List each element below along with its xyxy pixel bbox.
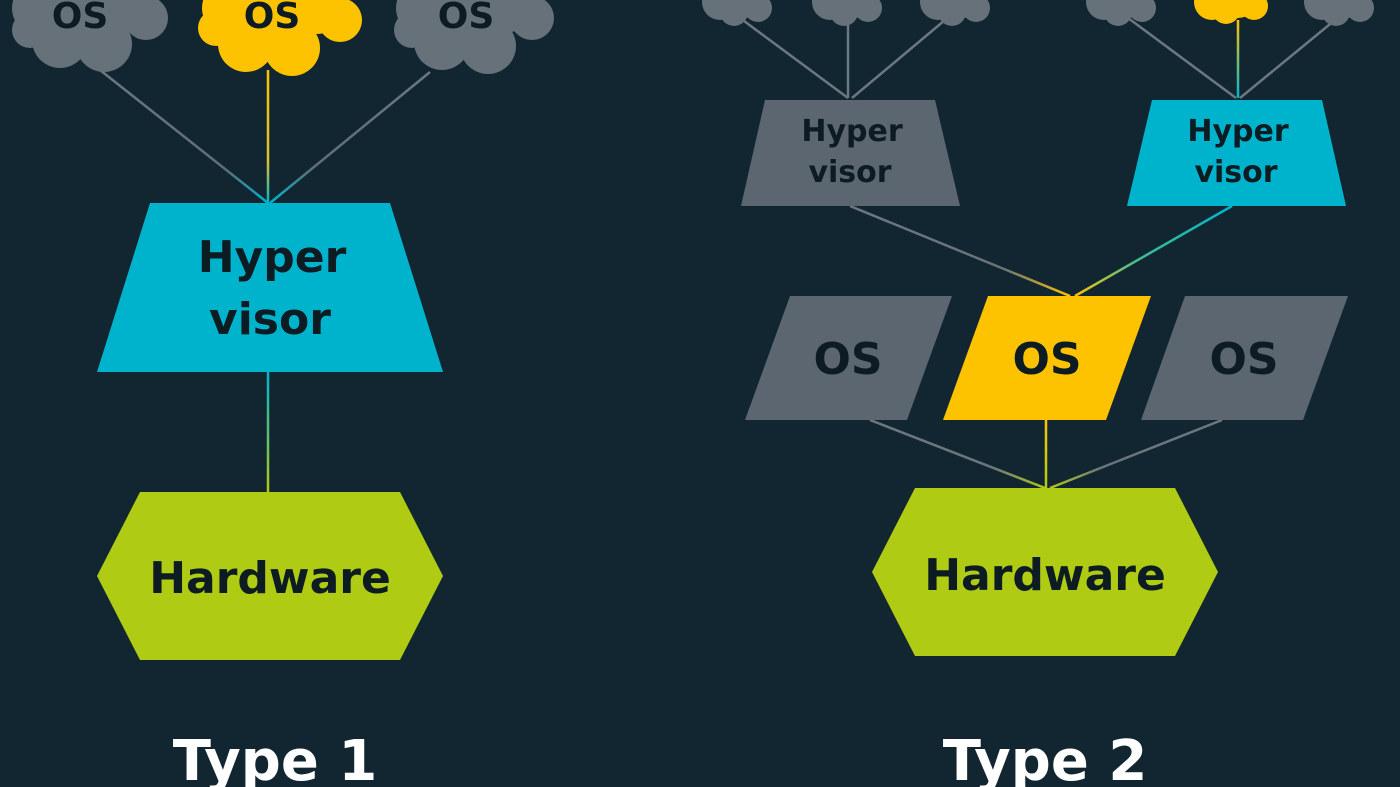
connector-os-right-to-hypervisor [269,71,431,204]
connector-right-cloud3-to-hypervisor [1239,19,1336,99]
connector-os-left-to-hypervisor [99,69,269,204]
type2-os-right-shape [1141,296,1348,420]
connector-os-left-to-hardware [869,418,1046,490]
type2-left-guest-cloud-1 [702,0,772,26]
type2-os-center-label: OS [1012,334,1081,385]
type1-guest-os-center [198,0,362,76]
type2-hypervisor-right-line2: visor [1194,155,1277,190]
type2-os-left-shape [745,296,952,420]
type1-guest-os-left-label: OS [52,0,109,37]
type1-guest-os-right-label: OS [438,0,495,37]
type2-caption: Type 2 [943,729,1148,787]
type2-hypervisor-left-line1: Hyper [801,114,902,149]
type1-guest-os-center-label: OS [244,0,301,37]
connector-os-right-to-hardware [1049,418,1223,490]
type2-left-guest-cloud-3 [920,0,990,26]
connector-right-cloud1-to-hypervisor [1127,16,1237,100]
connector-left-cloud3-to-hypervisor [851,19,946,99]
connector-left-hypervisor-to-os [849,204,1071,298]
type2-os-center-shape [943,296,1151,420]
type2-connectors [739,16,1336,490]
type2-hypervisor-right-shape [1127,100,1346,206]
type1-hardware-shape [97,492,443,660]
type1-hardware-label: Hardware [149,553,391,604]
type1-hypervisor-label-line1: Hyper [198,232,347,283]
type2-hypervisor-left-shape [741,100,960,206]
type2-left-guest-cloud-2 [812,0,882,26]
type1-guest-os-right [394,0,554,74]
type2-hypervisor-left-line2: visor [808,155,891,190]
type1-hypervisor-shape [97,203,443,372]
type1-caption: Type 1 [173,729,378,787]
type2-diagram: Hyper visor Hyper visor OS OS OS Hardwar… [702,0,1374,787]
type2-right-guest-cloud-3 [1304,0,1374,26]
type1-connectors [99,69,431,492]
connector-right-hypervisor-to-os [1074,204,1233,298]
type2-right-guest-cloud-2 [1194,0,1268,24]
type2-hardware-shape [872,488,1218,656]
type1-guest-os-left [12,0,168,72]
type2-right-guest-cloud-1 [1086,0,1156,26]
type1-hypervisor-label-line2: visor [209,294,331,345]
type1-diagram: OS OS OS Hyper visor Hardware Type 1 [12,0,554,787]
type2-os-left-label: OS [813,334,882,385]
type2-os-right-label: OS [1209,334,1278,385]
type2-hardware-label: Hardware [924,550,1166,601]
type2-hypervisor-right-line1: Hyper [1187,114,1288,149]
connector-left-cloud1-to-hypervisor [739,16,849,100]
